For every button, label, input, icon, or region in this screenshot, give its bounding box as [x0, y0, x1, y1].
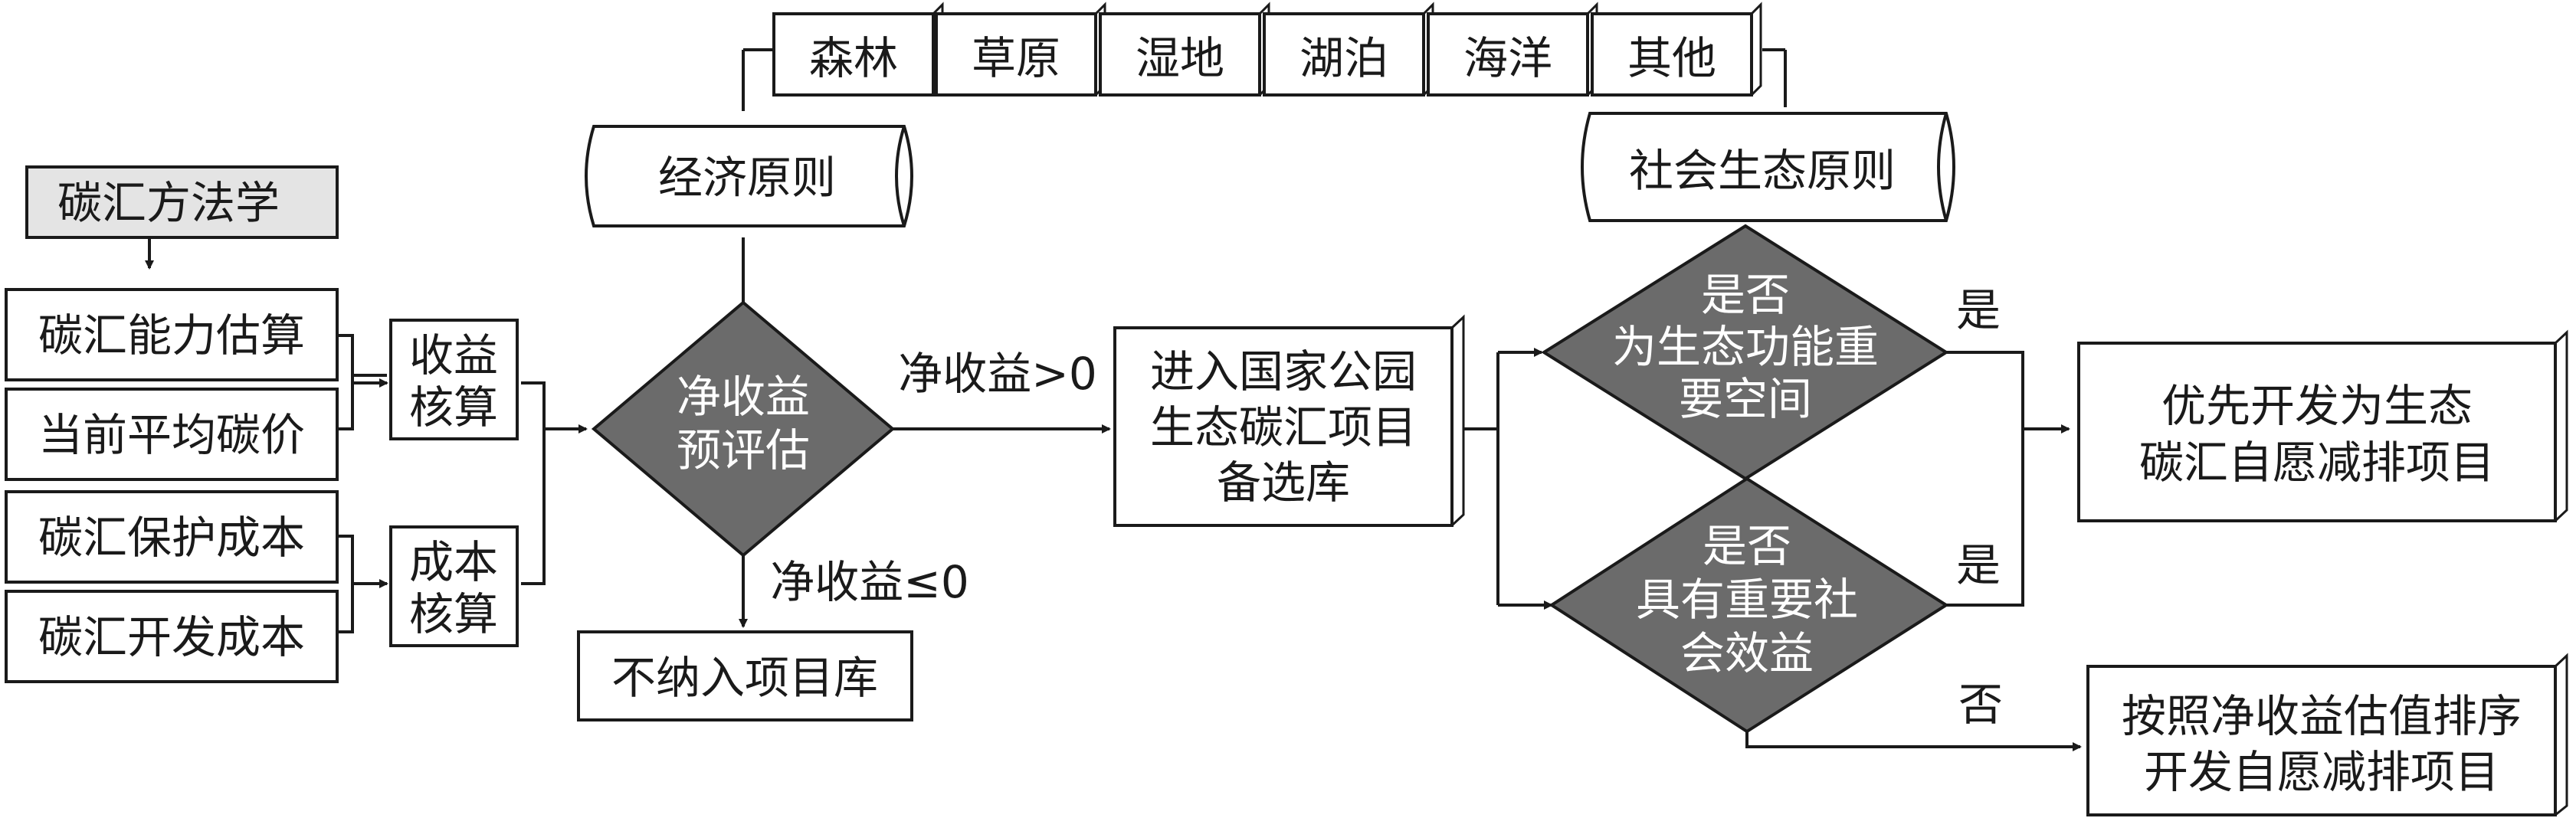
input-box: 碳汇开发成本 — [5, 590, 339, 683]
input-box: 当前平均碳价 — [5, 388, 339, 481]
ecosystem-box: 湖泊 — [1263, 2, 1434, 97]
assessment-line: 净收益 — [677, 371, 810, 423]
methodology-label: 碳汇方法学 — [57, 177, 280, 229]
ecosystem-label: 湖泊 — [1299, 32, 1388, 84]
social-ecological-principle-label: 社会生态原则 — [1629, 145, 1896, 197]
revenue-calc-line: 核算 — [409, 381, 498, 434]
ecosystem-box: 湿地 — [1099, 2, 1270, 97]
bracket-cost — [337, 535, 354, 633]
decision1-line: 是否 — [1701, 269, 1790, 321]
priority-box: 优先开发为生态 碳汇自愿减排项目 — [2077, 329, 2568, 522]
assessment-line: 预评估 — [677, 424, 810, 476]
yes-label: 是 — [1956, 284, 2001, 336]
library-line: 生态碳汇项目 — [1150, 401, 1417, 453]
social-ecological-principle: 社会生态原则 — [1581, 112, 1955, 222]
nonpositive-label: 净收益≤0 — [770, 556, 969, 608]
bracket-calc — [521, 381, 546, 585]
decision2-line: 是否 — [1703, 520, 1791, 572]
ranking-line: 开发自愿减排项目 — [2144, 746, 2499, 798]
economic-principle: 经济原则 — [585, 125, 913, 227]
excluded-label: 不纳入项目库 — [611, 652, 878, 704]
cost-calc-line: 核算 — [409, 588, 498, 640]
ecological-space-diamond: 是否 为生态功能重 要空间 — [1541, 224, 1949, 481]
ecosystem-row: 森林 草原 湿地 湖泊 海洋 其他 — [772, 2, 1762, 97]
input-box: 碳汇保护成本 — [5, 490, 339, 584]
input-label: 碳汇保护成本 — [38, 512, 305, 564]
ecosystem-label: 草原 — [972, 32, 1060, 84]
connectors — [145, 48, 2082, 751]
cost-calc-line: 成本 — [409, 536, 498, 588]
ecosystem-box: 草原 — [935, 2, 1106, 97]
library-box: 进入国家公园 生态碳汇项目 备选库 — [1113, 314, 1465, 527]
revenue-calc-box: 收益 核算 — [389, 319, 519, 440]
library-line: 进入国家公园 — [1150, 345, 1417, 398]
cost-calc-box: 成本 核算 — [389, 525, 519, 647]
line-library-up — [1463, 352, 1499, 430]
social-benefit-diamond: 是否 具有重要社 会效益 — [1549, 476, 1949, 734]
library-line: 备选库 — [1217, 456, 1350, 509]
input-label: 碳汇能力估算 — [38, 309, 305, 362]
priority-line: 优先开发为生态 — [2161, 380, 2473, 432]
ecosystem-label: 海洋 — [1463, 32, 1552, 84]
yes-label: 是 — [1956, 539, 2001, 591]
ecosystem-box: 森林 — [772, 2, 944, 97]
ecosystem-label: 其他 — [1627, 32, 1716, 84]
revenue-calc-line: 收益 — [409, 329, 498, 381]
ecosystem-label: 森林 — [809, 32, 898, 84]
decision2-line: 具有重要社 — [1636, 574, 1858, 626]
assessment-diamond: 净收益 预评估 — [591, 300, 896, 558]
ecosystem-box: 海洋 — [1427, 2, 1598, 97]
positive-label: 净收益>0 — [898, 348, 1097, 400]
ranking-line: 按照净收益估值排序 — [2122, 690, 2522, 742]
bracket-revenue — [337, 334, 354, 430]
methodology-box: 碳汇方法学 — [25, 165, 339, 239]
line-yes-bracket — [1946, 351, 2024, 607]
decision1-line: 要空间 — [1679, 373, 1812, 425]
decision1-line: 为生态功能重 — [1612, 321, 1879, 373]
ecosystem-label: 湿地 — [1136, 32, 1224, 84]
input-label: 碳汇开发成本 — [38, 611, 305, 663]
no-label: 否 — [1958, 679, 2003, 731]
decision2-line: 会效益 — [1680, 627, 1814, 679]
priority-line: 碳汇自愿减排项目 — [2139, 437, 2495, 489]
excluded-box: 不纳入项目库 — [577, 630, 913, 721]
input-box: 碳汇能力估算 — [5, 288, 339, 381]
input-label: 当前平均碳价 — [38, 409, 305, 461]
ranking-box: 按照净收益估值排序 开发自愿减排项目 — [2086, 653, 2568, 816]
ecosystem-box: 其他 — [1591, 2, 1762, 97]
economic-principle-label: 经济原则 — [658, 152, 836, 204]
